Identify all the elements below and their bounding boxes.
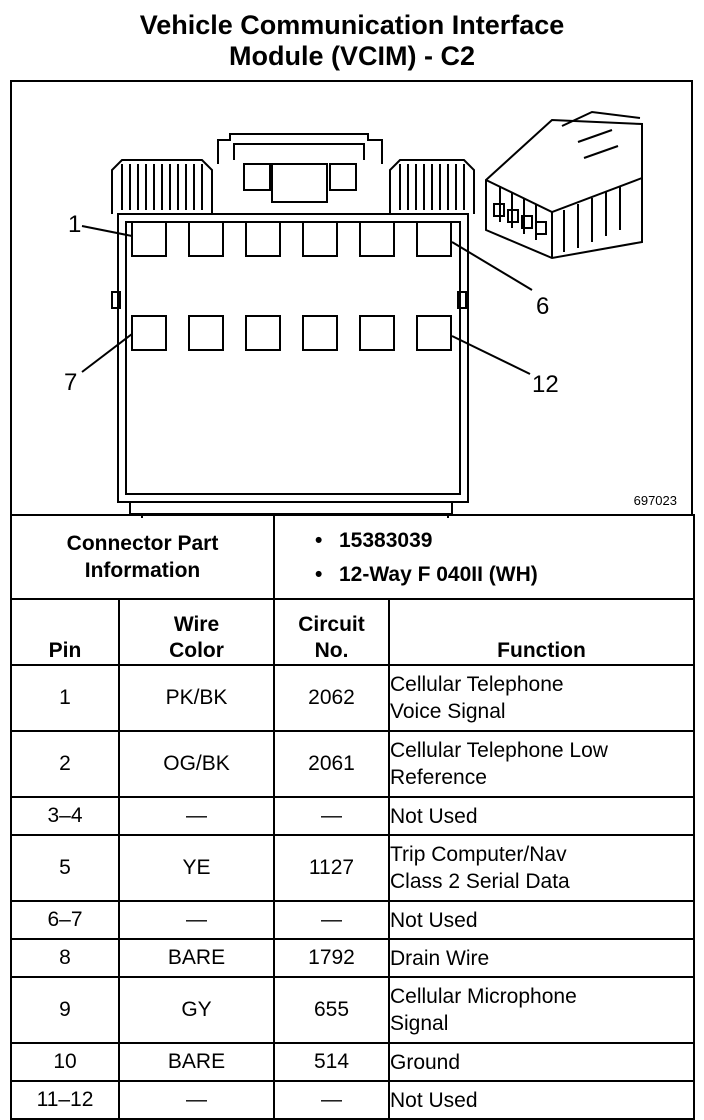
connector-info-values: •15383039 •12-Way F 040II (WH) xyxy=(272,514,696,600)
connector-pinout-table: Connector Part Information •15383039 •12… xyxy=(10,514,696,1120)
title-line-1: Vehicle Communication Interface xyxy=(139,10,565,40)
cell-pin: 6–7 xyxy=(10,900,120,940)
cell-function: Not Used xyxy=(387,1080,696,1120)
cell-circuit: 2061 xyxy=(273,730,390,798)
table-row: 8 BARE 1792 Drain Wire xyxy=(10,938,696,978)
cell-circuit: 1127 xyxy=(273,834,390,902)
cell-wire-color: — xyxy=(118,900,275,940)
cell-wire-color: BARE xyxy=(118,1042,275,1082)
callout-pin-7: 7 xyxy=(64,369,77,396)
cell-pin: 11–12 xyxy=(10,1080,120,1120)
cell-circuit: 655 xyxy=(273,976,390,1044)
cell-pin: 8 xyxy=(10,938,120,978)
figure-id: 697023 xyxy=(633,493,677,508)
cell-pin: 5 xyxy=(10,834,120,902)
cell-circuit: 2062 xyxy=(273,664,390,732)
callout-pin-12: 12 xyxy=(532,371,559,398)
cell-circuit: 514 xyxy=(273,1042,390,1082)
cell-pin: 10 xyxy=(10,1042,120,1082)
cell-function: Not Used xyxy=(387,900,696,940)
connector-isometric-drawing xyxy=(485,110,643,260)
cell-wire-color: — xyxy=(118,796,275,836)
title-line-2: Module (VCIM) - C2 xyxy=(229,41,475,71)
connector-info-row: Connector Part Information •15383039 •12… xyxy=(10,514,696,600)
table-row: 11–12 — — Not Used xyxy=(10,1080,696,1120)
cell-wire-color: — xyxy=(118,1080,275,1120)
connector-part-number: •15383039 xyxy=(315,529,433,552)
connector-type: •12-Way F 040II (WH) xyxy=(315,563,538,586)
cell-circuit: 1792 xyxy=(273,938,390,978)
cell-wire-color: YE xyxy=(118,834,275,902)
cell-wire-color: PK/BK xyxy=(118,664,275,732)
cell-wire-color: OG/BK xyxy=(118,730,275,798)
cell-circuit: — xyxy=(273,796,390,836)
callout-pin-6: 6 xyxy=(536,293,549,320)
connector-face-drawing: 1 6 7 12 xyxy=(64,110,643,518)
cell-wire-color: BARE xyxy=(118,938,275,978)
header-pin: Pin xyxy=(10,598,120,666)
callout-pin-1: 1 xyxy=(68,211,81,238)
cell-function: Ground xyxy=(387,1042,696,1082)
connector-diagram: 1 6 7 12 697023 xyxy=(10,80,693,518)
cell-pin: 3–4 xyxy=(10,796,120,836)
cell-pin: 2 xyxy=(10,730,120,798)
cell-pin: 9 xyxy=(10,976,120,1044)
page-title: Vehicle Communication Interface Module (… xyxy=(0,10,704,72)
cell-function: Not Used xyxy=(387,796,696,836)
cell-function: Drain Wire xyxy=(387,938,696,978)
cell-wire-color: GY xyxy=(118,976,275,1044)
pin-cavities xyxy=(131,221,452,351)
table-row: 10 BARE 514 Ground xyxy=(10,1042,696,1082)
table-row: 6–7 — — Not Used xyxy=(10,900,696,940)
cell-circuit: — xyxy=(273,1080,390,1120)
rib-pattern xyxy=(121,164,465,210)
header-function: Function xyxy=(387,598,696,666)
cell-circuit: — xyxy=(273,900,390,940)
cell-pin: 1 xyxy=(10,664,120,732)
table-row: 3–4 — — Not Used xyxy=(10,796,696,836)
connector-info-label: Connector Part Information xyxy=(10,514,275,600)
